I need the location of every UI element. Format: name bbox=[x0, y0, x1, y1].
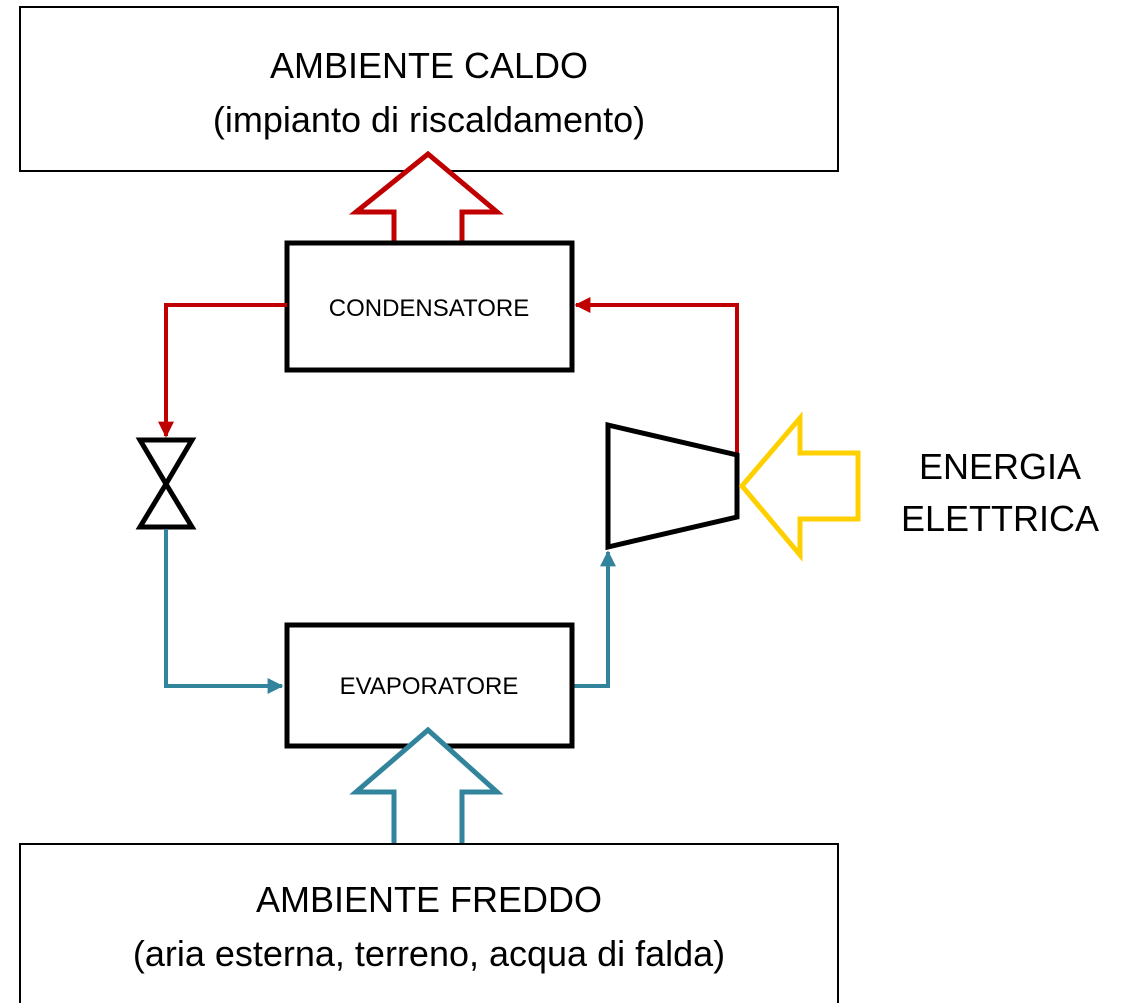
condenser-to-valve-line bbox=[158, 303, 287, 438]
evaporator-to-compressor-line bbox=[572, 550, 616, 688]
evaporator-label: EVAPORATORE bbox=[340, 673, 519, 700]
hot-environment-subtitle: (impianto di riscaldamento) bbox=[213, 99, 645, 140]
energy-input-arrow bbox=[738, 411, 861, 562]
condenser-label: CONDENSATORE bbox=[329, 295, 529, 322]
energy-label-line2: ELETTRICA bbox=[901, 498, 1099, 539]
condenser-box: CONDENSATORE bbox=[284, 240, 575, 373]
compressor-to-condenser-line bbox=[574, 297, 739, 468]
valve-to-evaporator-line bbox=[164, 529, 284, 694]
cold-environment-box: AMBIENTE FREDDO (aria esterna, terreno, … bbox=[19, 843, 839, 1003]
cold-environment-subtitle: (aria esterna, terreno, acqua di falda) bbox=[133, 933, 725, 974]
evaporator-box: EVAPORATORE bbox=[284, 622, 575, 749]
energy-label-line1: ENERGIA bbox=[919, 446, 1081, 487]
expansion-valve bbox=[135, 437, 197, 530]
heat-input-arrow bbox=[349, 726, 504, 850]
cold-environment-title: AMBIENTE FREDDO bbox=[256, 879, 602, 920]
hot-environment-title: AMBIENTE CALDO bbox=[270, 45, 588, 86]
hot-environment-box: AMBIENTE CALDO (impianto di riscaldament… bbox=[19, 6, 839, 172]
compressor bbox=[605, 421, 740, 551]
